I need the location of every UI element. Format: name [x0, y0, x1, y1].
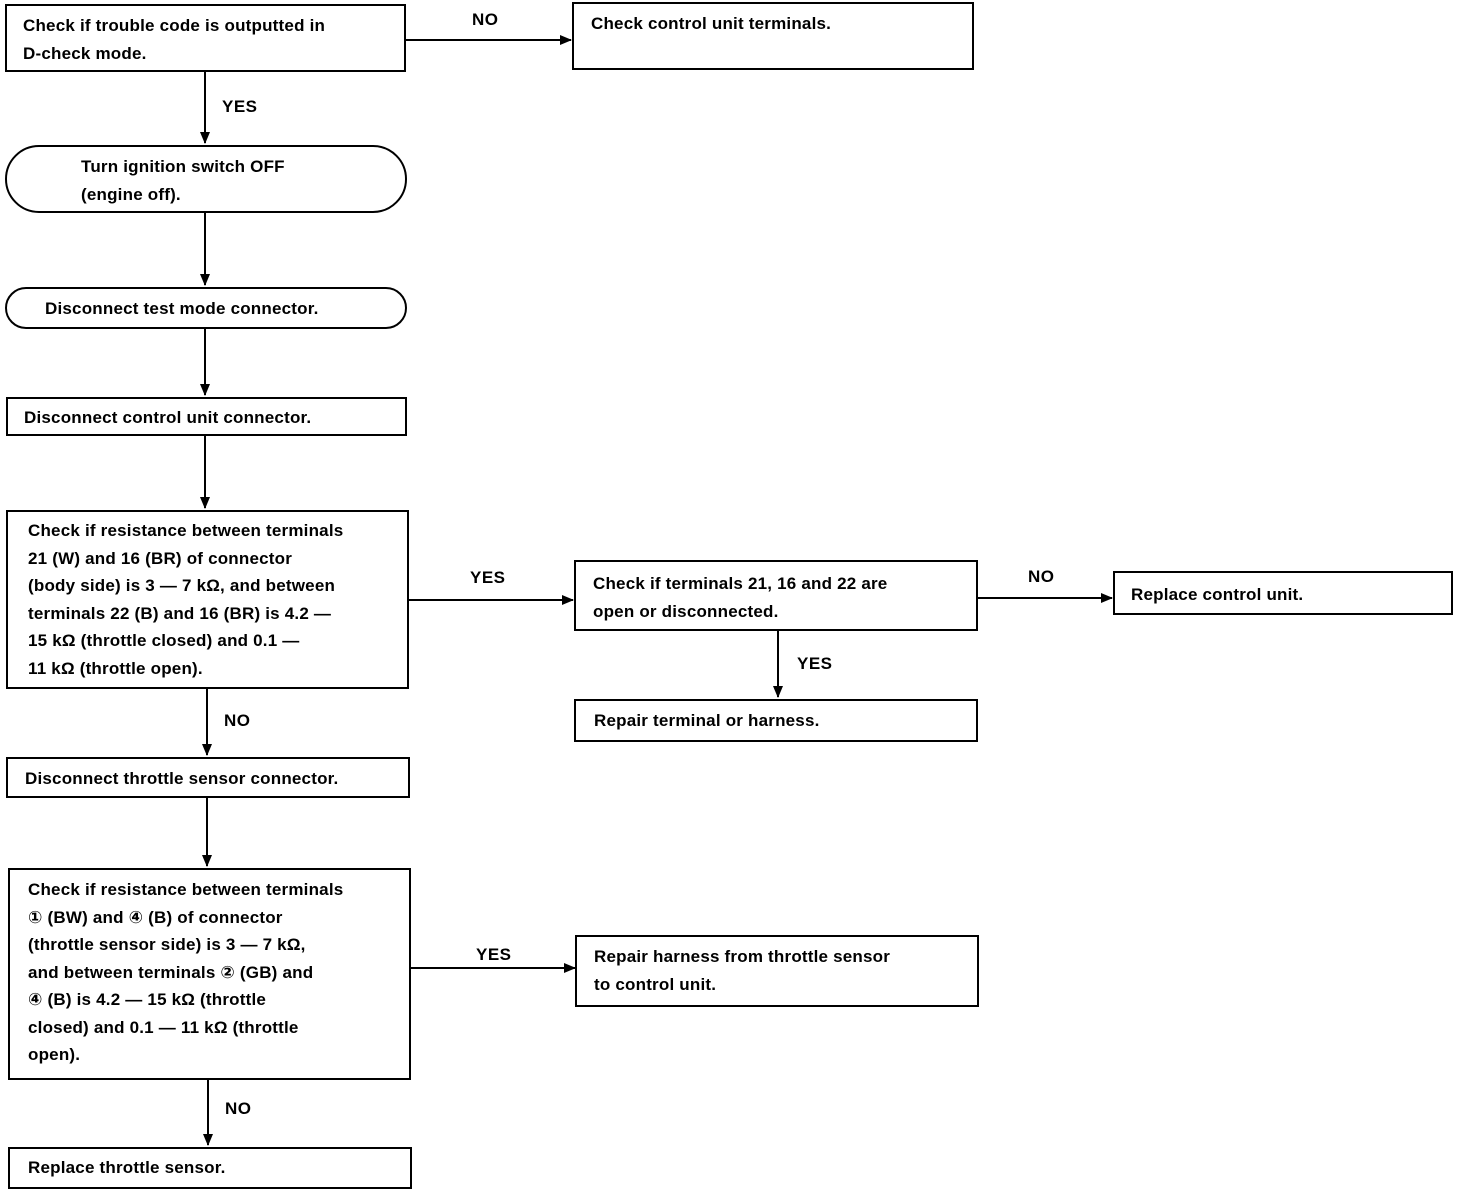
disconnect-test-mode-text: Disconnect test mode connector.	[45, 299, 319, 318]
check-dcheck-mode-box: Check if trouble code is outputted in D-…	[5, 4, 406, 72]
disconnect-control-unit-text: Disconnect control unit connector.	[24, 408, 312, 427]
label-yes: YES	[797, 654, 833, 673]
replace-control-unit-box: Replace control unit.	[1113, 571, 1453, 615]
check-resistance-body-box: Check if resistance between terminals 21…	[6, 510, 409, 689]
repair-terminal-box: Repair terminal or harness.	[574, 699, 978, 742]
label-no: NO	[472, 10, 499, 29]
check-control-unit-terminals-box: Check control unit terminals.	[572, 2, 974, 70]
repair-terminal-text: Repair terminal or harness.	[594, 711, 820, 730]
check-dcheck-mode-text: Check if trouble code is outputted in D-…	[23, 16, 326, 63]
label-yes: YES	[222, 97, 258, 116]
repair-harness-text: Repair harness from throttle sensor to c…	[594, 947, 891, 994]
label-no: NO	[1028, 567, 1055, 586]
label-no: NO	[224, 711, 251, 730]
replace-throttle-sensor-box: Replace throttle sensor.	[8, 1147, 412, 1189]
check-open-disconnected-box: Check if terminals 21, 16 and 22 are ope…	[574, 560, 978, 631]
turn-ignition-off-text: Turn ignition switch OFF (engine off).	[81, 157, 285, 204]
disconnect-control-unit-box: Disconnect control unit connector.	[6, 397, 407, 436]
replace-control-unit-text: Replace control unit.	[1131, 585, 1304, 604]
check-control-unit-terminals-text: Check control unit terminals.	[591, 14, 832, 33]
check-open-disconnected-text: Check if terminals 21, 16 and 22 are ope…	[593, 574, 888, 621]
check-resistance-sensor-text: Check if resistance between terminals ① …	[28, 880, 344, 1064]
disconnect-throttle-sensor-text: Disconnect throttle sensor connector.	[25, 769, 339, 788]
check-resistance-body-text: Check if resistance between terminals 21…	[28, 521, 344, 678]
replace-throttle-sensor-text: Replace throttle sensor.	[28, 1158, 226, 1177]
label-yes: YES	[470, 568, 506, 587]
disconnect-throttle-sensor-box: Disconnect throttle sensor connector.	[6, 757, 410, 798]
disconnect-test-mode-box: Disconnect test mode connector.	[5, 287, 407, 329]
turn-ignition-off-box: Turn ignition switch OFF (engine off).	[5, 145, 407, 213]
label-yes: YES	[476, 945, 512, 964]
check-resistance-sensor-box: Check if resistance between terminals ① …	[8, 868, 411, 1080]
repair-harness-box: Repair harness from throttle sensor to c…	[575, 935, 979, 1007]
label-no: NO	[225, 1099, 252, 1118]
